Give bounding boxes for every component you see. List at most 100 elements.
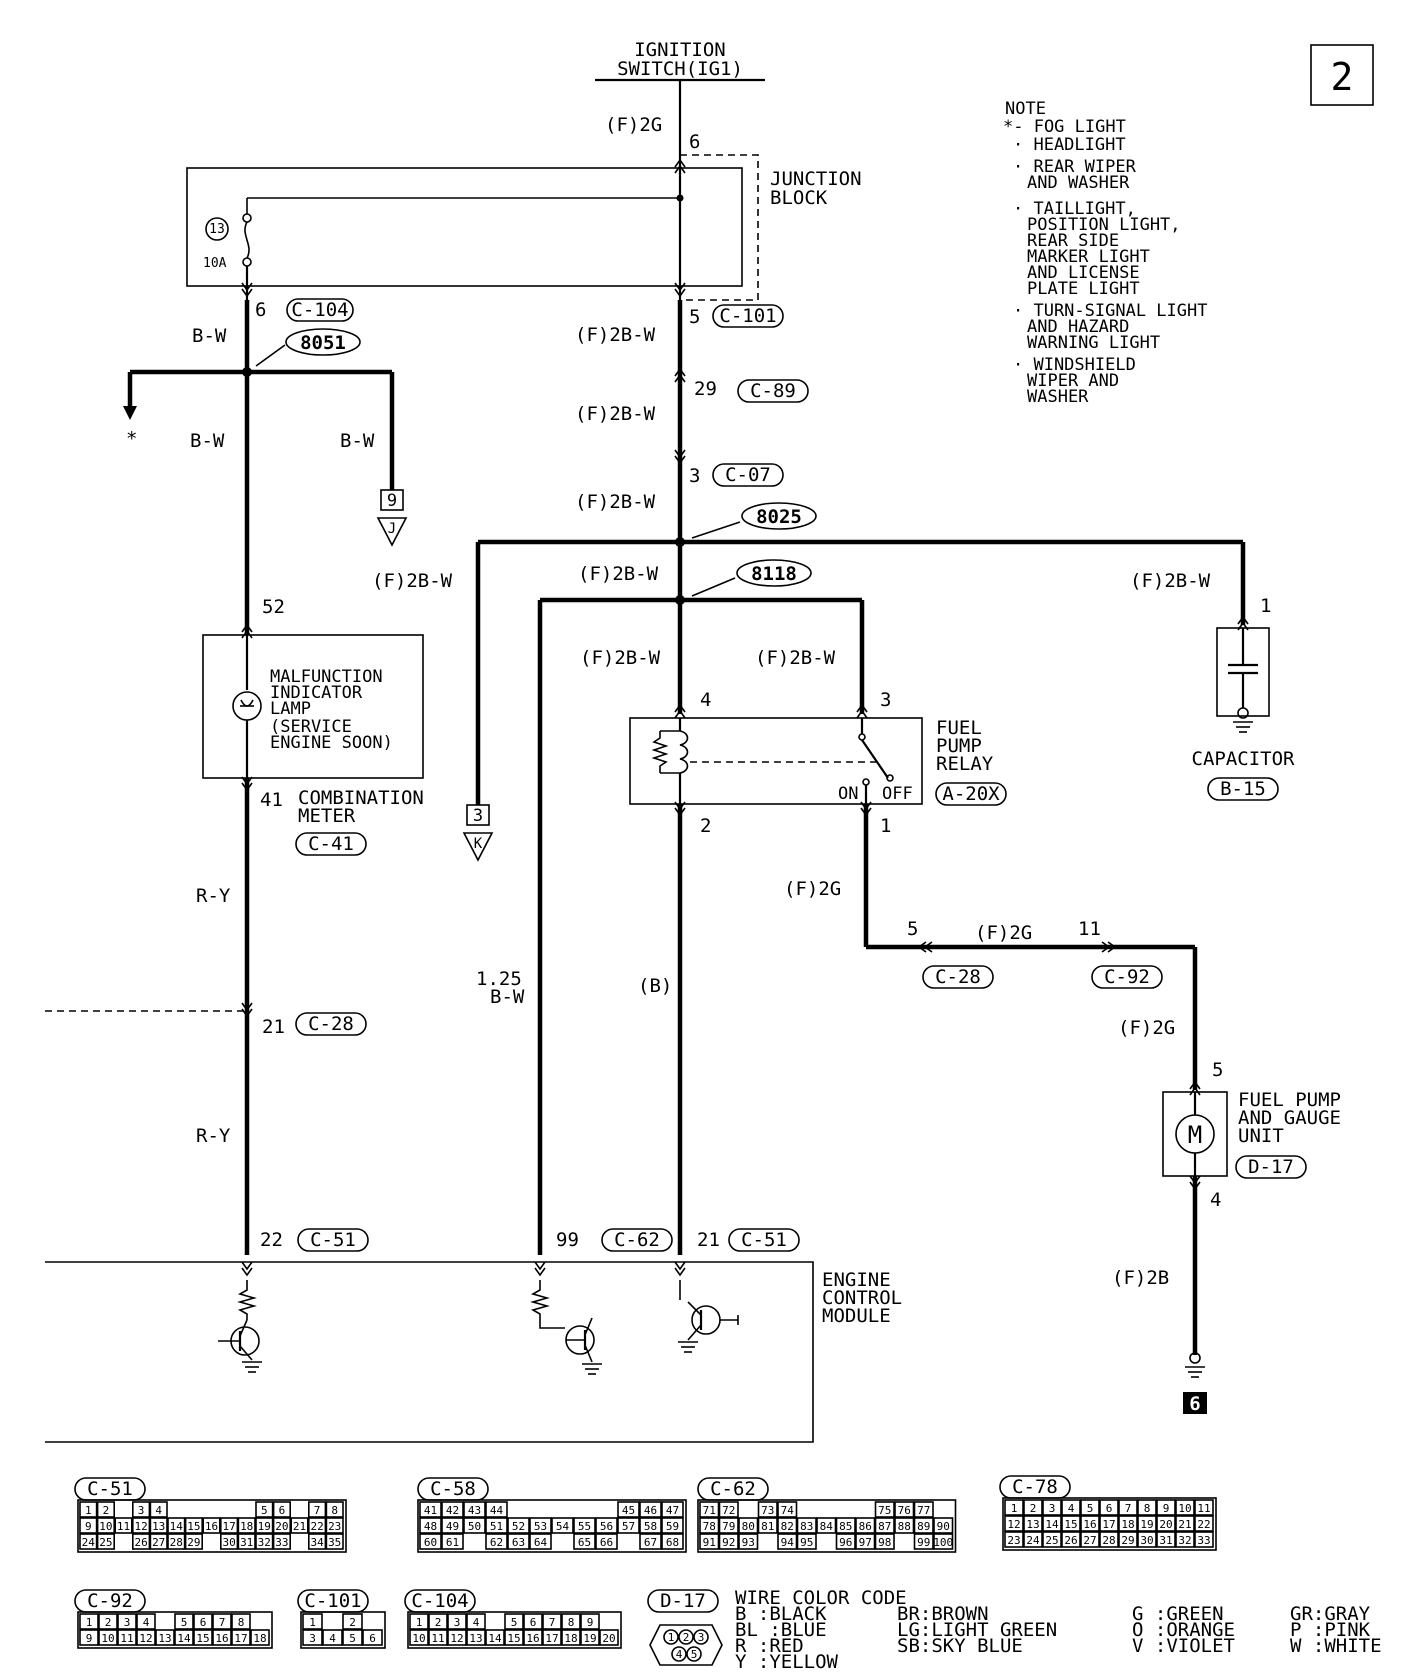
connector-pin-cell — [1042, 1499, 1062, 1516]
connector-pin-cell — [325, 1533, 344, 1550]
connector-pin-number: 2 — [349, 1616, 356, 1629]
connector-pin-number: 13 — [1026, 1518, 1039, 1531]
svg-text:(F)2B-W: (F)2B-W — [755, 647, 836, 669]
connector-pin-cell — [757, 1517, 778, 1534]
svg-text:WIRE COLOR CODE: WIRE COLOR CODE — [735, 1587, 907, 1609]
connector-pin-number: 15 — [187, 1520, 200, 1533]
svg-text:J: J — [388, 521, 396, 537]
svg-text:C-51: C-51 — [741, 1229, 787, 1251]
connector-pin-number: 50 — [468, 1520, 481, 1533]
connector-pin-number: 23 — [1007, 1534, 1020, 1547]
connector-pin-cell — [307, 1501, 327, 1518]
connector-pin-cell — [1080, 1515, 1100, 1532]
connector-pin-number: 12 — [450, 1632, 463, 1645]
svg-text:5: 5 — [1212, 1059, 1223, 1081]
connector-pin-cell — [523, 1613, 543, 1630]
connector-pin-cell — [290, 1517, 309, 1534]
connector-pin-number: 25 — [1045, 1534, 1058, 1547]
connector-pin-number: 1 — [85, 1504, 92, 1517]
connector-pin-number: 7 — [1125, 1502, 1132, 1515]
connector-pin-cell — [777, 1501, 798, 1518]
connector-pin-cell — [136, 1629, 156, 1646]
connector-pin-number: 68 — [666, 1536, 679, 1549]
svg-text:NOTE: NOTE — [1005, 99, 1046, 119]
connector-pin-cell — [699, 1501, 720, 1518]
connector-pin-number: 26 — [134, 1536, 147, 1549]
connector-pin-number: 73 — [761, 1504, 774, 1517]
connector-pin-number: 4 — [155, 1504, 162, 1517]
svg-text:B-W: B-W — [490, 986, 525, 1008]
connector-pin-number: 3 — [1049, 1502, 1056, 1515]
connector-pin-cell — [1118, 1531, 1138, 1548]
connector-pin-cell — [447, 1613, 467, 1630]
connector-pin-number: 22 — [310, 1520, 323, 1533]
connector-pin-number: 85 — [839, 1520, 852, 1533]
svg-text:RELAY: RELAY — [936, 753, 994, 775]
connector-pin-number: 74 — [781, 1504, 795, 1517]
connector-pin-cell — [699, 1517, 720, 1534]
connector-pin-cell — [1004, 1531, 1024, 1548]
connector-pin-number: 87 — [878, 1520, 891, 1533]
connector-pin-cell — [167, 1533, 186, 1550]
connector-pin-number: 8 — [568, 1616, 575, 1629]
connector-pin-cell — [1042, 1531, 1062, 1548]
svg-text:FUEL: FUEL — [936, 717, 982, 739]
connector-pin-cell — [1061, 1499, 1081, 1516]
svg-text:REAR SIDE: REAR SIDE — [1027, 231, 1119, 251]
connector-pin-number: 13 — [469, 1632, 482, 1645]
svg-text:22: 22 — [260, 1229, 283, 1251]
svg-text:41: 41 — [260, 789, 283, 811]
connector-pin-cell — [419, 1501, 442, 1518]
svg-text:AND WASHER: AND WASHER — [1027, 173, 1130, 193]
connector-pin-number: 9 — [1163, 1502, 1170, 1515]
connector-pin-number: 80 — [742, 1520, 755, 1533]
svg-text:99: 99 — [556, 1229, 579, 1251]
connector-pin-number: 76 — [898, 1504, 911, 1517]
connector-pin-cell — [874, 1501, 895, 1518]
svg-text:C-51: C-51 — [310, 1229, 356, 1251]
connector-pin-cell — [419, 1533, 442, 1550]
mil-circuit: 6 C-104 B-W 8051 * B-W B-W 9 J 52 MALFUN… — [45, 282, 424, 1255]
connector-pin-number: 83 — [800, 1520, 813, 1533]
svg-text:3: 3 — [689, 465, 700, 487]
connector-pin-number: 1 — [309, 1616, 316, 1629]
connector-pin-number: 12 — [1007, 1518, 1020, 1531]
connector-pin-cell — [1156, 1499, 1176, 1516]
connector-pin-cell — [441, 1533, 464, 1550]
svg-text:D-17: D-17 — [1248, 1156, 1294, 1178]
connector-pin-number: 13 — [158, 1632, 171, 1645]
svg-text:21: 21 — [697, 1229, 720, 1251]
connector-pin-cell — [1099, 1531, 1119, 1548]
connector-pin-cell — [835, 1517, 856, 1534]
connector-pin-cell — [1194, 1499, 1214, 1516]
svg-text:(F)2B-W: (F)2B-W — [575, 491, 656, 513]
svg-text:(F)2B-W: (F)2B-W — [575, 324, 656, 346]
svg-text:· TURN-SIGNAL LIGHT: · TURN-SIGNAL LIGHT — [1013, 301, 1207, 321]
svg-text:9: 9 — [387, 491, 397, 511]
connector-pin-number: 6 — [1106, 1502, 1113, 1515]
connector-pin-cell — [342, 1613, 363, 1630]
svg-text:5: 5 — [907, 918, 918, 940]
fuel-pump-relay: ON OFF FUEL PUMP RELAY A-20X — [629, 717, 1007, 806]
connector-pin-number: 5 — [349, 1632, 356, 1645]
connector-pin-number: 67 — [644, 1536, 657, 1549]
connector-pin-cell — [507, 1533, 530, 1550]
connector-pin-cell — [428, 1629, 448, 1646]
connector-pin-number: 27 — [1083, 1534, 1096, 1547]
svg-text:C-07: C-07 — [725, 464, 771, 486]
connector-pin-cell — [447, 1629, 467, 1646]
connector-pin-cell — [551, 1517, 574, 1534]
connector-pin-cell — [1023, 1515, 1043, 1532]
connector-pin-cell — [913, 1517, 934, 1534]
connector-pin-number: 31 — [1159, 1534, 1172, 1547]
connector-pin-cell — [132, 1501, 151, 1518]
svg-text:3: 3 — [698, 1631, 705, 1644]
connector-pin-number: 18 — [1121, 1518, 1134, 1531]
connector-pin-cell — [212, 1629, 232, 1646]
connector-pin-cell — [1156, 1515, 1176, 1532]
connector-pin-cell — [117, 1629, 137, 1646]
svg-text:BLOCK: BLOCK — [770, 187, 828, 209]
svg-text:CAPACITOR: CAPACITOR — [1192, 748, 1296, 770]
